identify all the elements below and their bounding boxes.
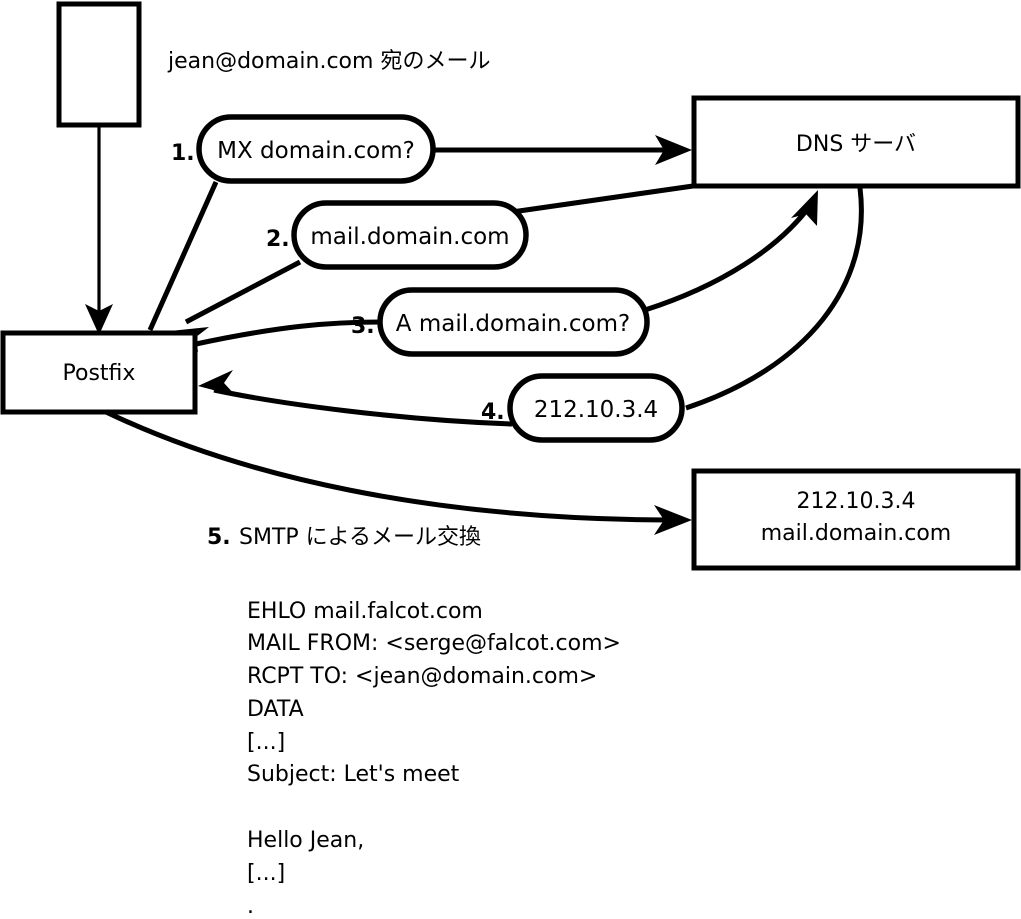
step-1-number: 1.	[171, 141, 195, 166]
smtp-line: [...]	[247, 861, 285, 886]
smtp-line: RCPT TO: <jean@domain.com>	[247, 664, 597, 689]
edge-step-5	[104, 409, 692, 535]
smtp-line: [...]	[247, 730, 285, 755]
edge-step-3	[195, 190, 818, 347]
node-mail-host-name: mail.domain.com	[761, 521, 952, 546]
smtp-transcript: EHLO mail.falcot.com MAIL FROM: <serge@f…	[247, 599, 621, 919]
step-4-label: 212.10.3.4	[534, 397, 658, 423]
smtp-line: DATA	[247, 697, 304, 722]
smtp-line: Hello Jean,	[247, 828, 364, 853]
node-mail-host: 212.10.3.4 mail.domain.com	[691, 468, 1021, 571]
node-postfix: Postfix	[0, 330, 198, 415]
step-4-number: 4.	[481, 400, 505, 425]
edge-mua-to-postfix	[85, 126, 113, 335]
step-4-pill: 212.10.3.4	[507, 373, 685, 443]
step-2-number: 2.	[266, 227, 290, 252]
step-2-pill: mail.domain.com	[291, 200, 529, 270]
mail-destination-note: jean@domain.com 宛のメール	[167, 49, 490, 74]
step-1-label: MX domain.com?	[217, 138, 415, 164]
node-dns-server: DNS サーバ	[691, 95, 1021, 189]
node-dns-server-label: DNS サーバ	[796, 132, 916, 157]
step-3-pill: A mail.domain.com?	[377, 287, 650, 357]
step-1-pill: MX domain.com?	[196, 114, 436, 184]
step-5-label: SMTP によるメール交換	[239, 525, 481, 550]
step-3-number: 3.	[351, 314, 375, 339]
node-mua-box	[56, 1, 142, 128]
edge-step-1	[147, 135, 692, 332]
smtp-line: .	[247, 894, 254, 919]
step-3-label: A mail.domain.com?	[396, 311, 630, 337]
smtp-line: MAIL FROM: <serge@falcot.com>	[247, 631, 621, 656]
smtp-line: EHLO mail.falcot.com	[247, 599, 483, 624]
step-2-label: mail.domain.com	[310, 224, 509, 250]
node-postfix-label: Postfix	[63, 361, 136, 386]
smtp-line: Subject: Let's meet	[247, 762, 460, 787]
step-5-number: 5.	[207, 525, 231, 550]
node-mail-host-ip: 212.10.3.4	[797, 489, 916, 514]
edge-step-4	[198, 187, 864, 427]
